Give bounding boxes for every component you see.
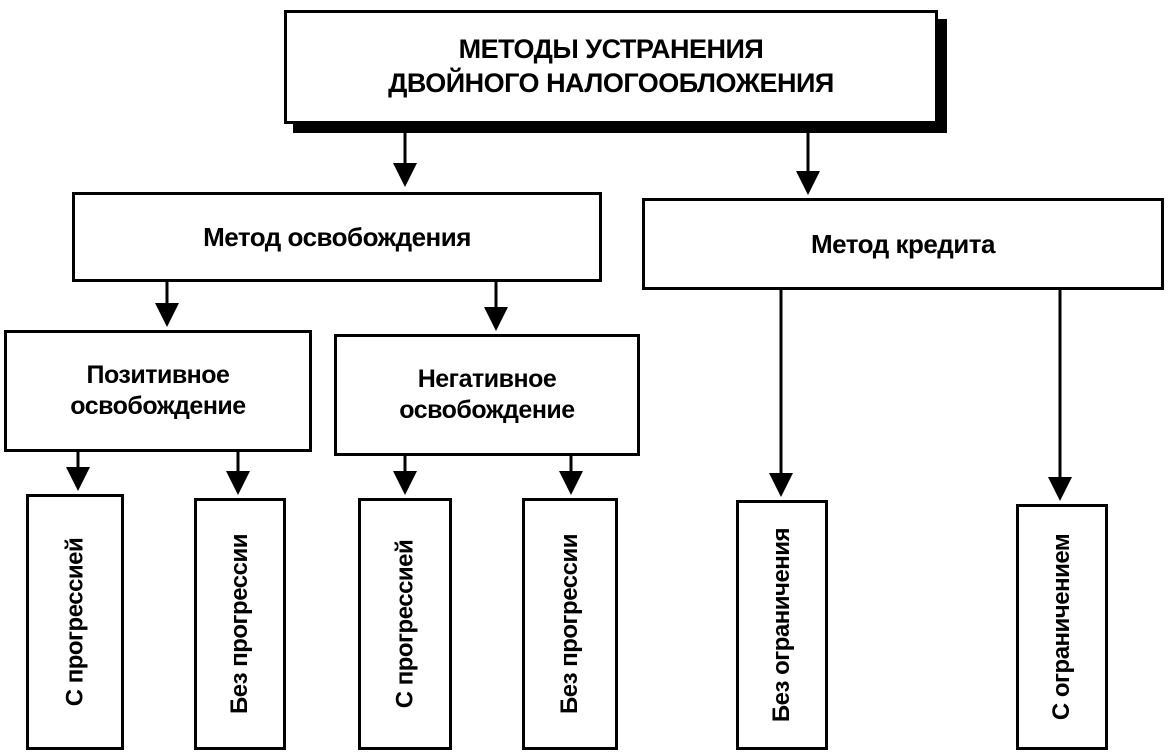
leaf-positive-without-progression: Без прогрессии — [194, 498, 286, 750]
credit-method-node: Метод кредита — [642, 198, 1164, 290]
leaf-credit-without-limit: Без ограничения — [736, 500, 828, 750]
leaf-label: Без ограничения — [768, 527, 795, 723]
credit-method-label: Метод кредита — [811, 228, 995, 259]
leaf-label: С ограничением — [1048, 533, 1076, 721]
leaf-negative-with-progression: С прогрессией — [358, 498, 452, 750]
negative-exemption-label: Негативное освобождение — [399, 364, 575, 424]
exemption-method-node: Метод освобождения — [72, 192, 602, 282]
root-node: МЕТОДЫ УСТРАНЕНИЯ ДВОЙНОГО НАЛОГООБЛОЖЕН… — [284, 10, 938, 124]
leaf-label: С прогрессией — [391, 539, 418, 709]
leaf-credit-with-limit: С ограничением — [1016, 504, 1108, 750]
positive-exemption-node: Позитивное освобождение — [4, 330, 312, 452]
leaf-label: Без прогрессии — [556, 534, 583, 714]
leaf-negative-without-progression: Без прогрессии — [522, 498, 618, 750]
exemption-method-label: Метод освобождения — [203, 221, 471, 252]
leaf-positive-with-progression: С прогрессией — [26, 494, 124, 750]
negative-exemption-node: Негативное освобождение — [334, 334, 640, 456]
leaf-label: С прогрессией — [61, 537, 88, 707]
leaf-label: Без прогрессии — [226, 534, 253, 714]
positive-exemption-label: Позитивное освобождение — [70, 360, 246, 420]
root-label: МЕТОДЫ УСТРАНЕНИЯ ДВОЙНОГО НАЛОГООБЛОЖЕН… — [388, 34, 834, 98]
